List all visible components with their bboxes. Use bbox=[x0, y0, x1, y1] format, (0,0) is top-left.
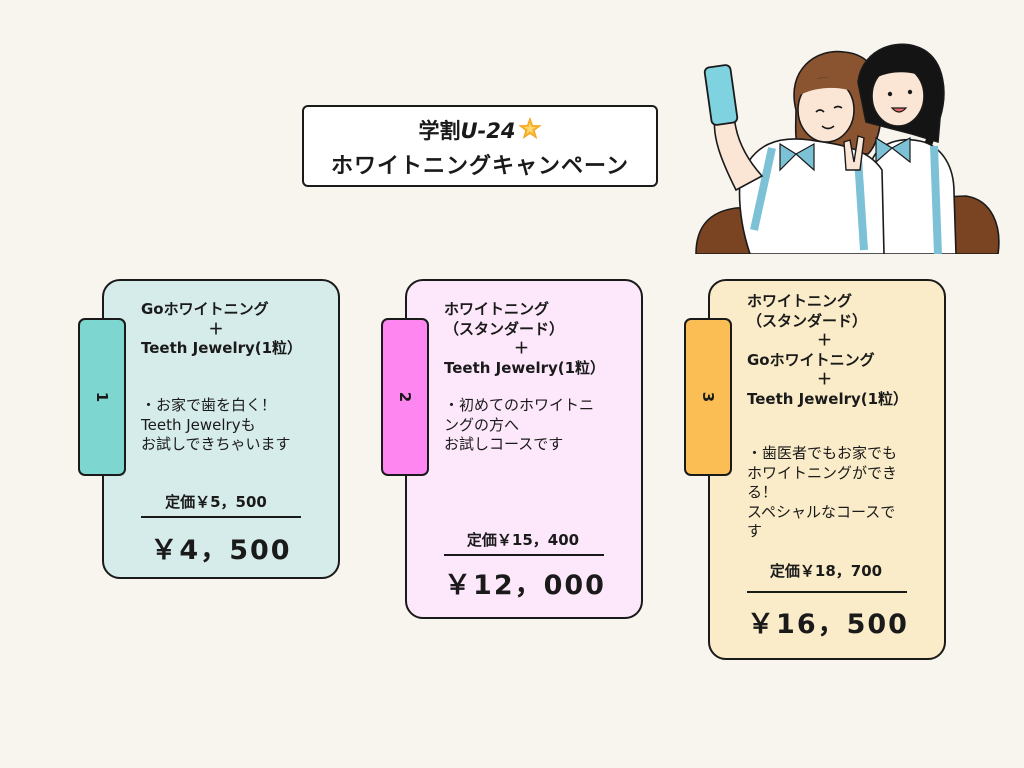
plan-title-3: ホワイトニング （スタンダード） ＋ Goホワイトニング ＋ Teeth Jew… bbox=[747, 292, 927, 409]
plan-title-3-plus-2: ＋ bbox=[816, 370, 832, 388]
campaign-title-line1: 学割U-24 bbox=[304, 116, 656, 148]
plan-title-1-plus: ＋ bbox=[208, 319, 224, 338]
title-gakuwari: 学割 bbox=[418, 119, 461, 143]
plan-desc-3: ・歯医者でもお家でも ホワイトニングができ る！ スペシャルなコースで す bbox=[747, 444, 937, 542]
plan-desc-3-line-2: ホワイトニングができ bbox=[747, 463, 898, 482]
students-selfie-illustration bbox=[676, 30, 1006, 255]
plan-card-3[interactable] bbox=[708, 279, 946, 660]
plan-price-1: ￥4，500 bbox=[150, 535, 292, 566]
plan-title-1-line-1: Goホワイトニング bbox=[141, 300, 269, 318]
plan-tab-2: 2 bbox=[381, 318, 429, 476]
plan-price-3: ￥16，500 bbox=[747, 609, 909, 640]
plan-desc-3-line-3: る！ bbox=[747, 483, 778, 501]
plan-number-1: 1 bbox=[93, 391, 111, 403]
plan-title-3-line-6: Teeth Jewelry(1粒） bbox=[747, 389, 909, 408]
campaign-title-line2: ホワイトニングキャンペーン bbox=[331, 154, 629, 179]
plan-title-1-line-3: Teeth Jewelry(1粒） bbox=[141, 339, 303, 357]
plan-price-2: ￥12，000 bbox=[444, 570, 606, 601]
plan-title-1: Goホワイトニング ＋ Teeth Jewelry(1粒） bbox=[141, 300, 321, 359]
title-u24: U-24 bbox=[460, 119, 516, 143]
plan-list-price-2: 定価￥15，400 bbox=[466, 531, 580, 549]
plan-divider-1 bbox=[141, 516, 301, 518]
campaign-title-box: 学割U-24 ホワイトニングキャンペーン bbox=[302, 105, 658, 187]
plan-desc-2-line-1: ・初めてのホワイトニ bbox=[444, 396, 595, 414]
plan-divider-2 bbox=[444, 554, 604, 556]
plan-title-2-line-1: ホワイトニング bbox=[444, 300, 550, 318]
plan-card-1[interactable] bbox=[102, 279, 340, 579]
plan-title-2-line-4: Teeth Jewelry(1粒） bbox=[444, 358, 606, 377]
plan-list-price-1: 定価￥5，500 bbox=[165, 493, 267, 511]
plan-title-3-line-4: Goホワイトニング bbox=[747, 350, 875, 369]
plan-title-3-line-2: （スタンダード） bbox=[747, 311, 868, 330]
plan-desc-2: ・初めてのホワイトニ ングの方へ お試しコースです bbox=[444, 396, 634, 455]
plan-title-2-plus: ＋ bbox=[513, 339, 529, 357]
plan-title-2-line-2: （スタンダード） bbox=[444, 319, 565, 338]
plan-divider-3 bbox=[747, 591, 907, 593]
plan-title-3-line-1: ホワイトニング bbox=[747, 292, 853, 310]
plan-number-2: 2 bbox=[396, 391, 414, 403]
plan-desc-1-line-3: お試しできちゃいます bbox=[141, 435, 291, 453]
plan-desc-1-line-2: Teeth Jewelryも bbox=[141, 415, 256, 434]
plan-desc-1: ・お家で歯を白く！ Teeth Jewelryも お試しできちゃいます bbox=[141, 396, 331, 455]
plan-desc-1-line-1: ・お家で歯を白く！ bbox=[141, 396, 277, 414]
plan-desc-3-line-1: ・歯医者でもお家でも bbox=[747, 444, 898, 462]
plan-tab-1: 1 bbox=[78, 318, 126, 476]
plan-desc-2-line-2: ングの方へ bbox=[444, 415, 520, 434]
plan-list-price-3: 定価￥18，700 bbox=[769, 562, 883, 580]
plan-title-3-plus-1: ＋ bbox=[816, 331, 832, 349]
plan-tab-3: 3 bbox=[684, 318, 732, 476]
plan-number-3: 3 bbox=[699, 391, 717, 403]
plan-desc-2-line-3: お試しコースです bbox=[444, 435, 564, 453]
plan-title-2: ホワイトニング （スタンダード） ＋ Teeth Jewelry(1粒） bbox=[444, 300, 624, 378]
glowing-star-icon bbox=[517, 116, 542, 148]
plan-card-2[interactable] bbox=[405, 279, 643, 619]
plan-desc-3-line-4: スペシャルなコースで bbox=[747, 502, 896, 521]
plan-desc-3-line-5: す bbox=[747, 522, 763, 540]
